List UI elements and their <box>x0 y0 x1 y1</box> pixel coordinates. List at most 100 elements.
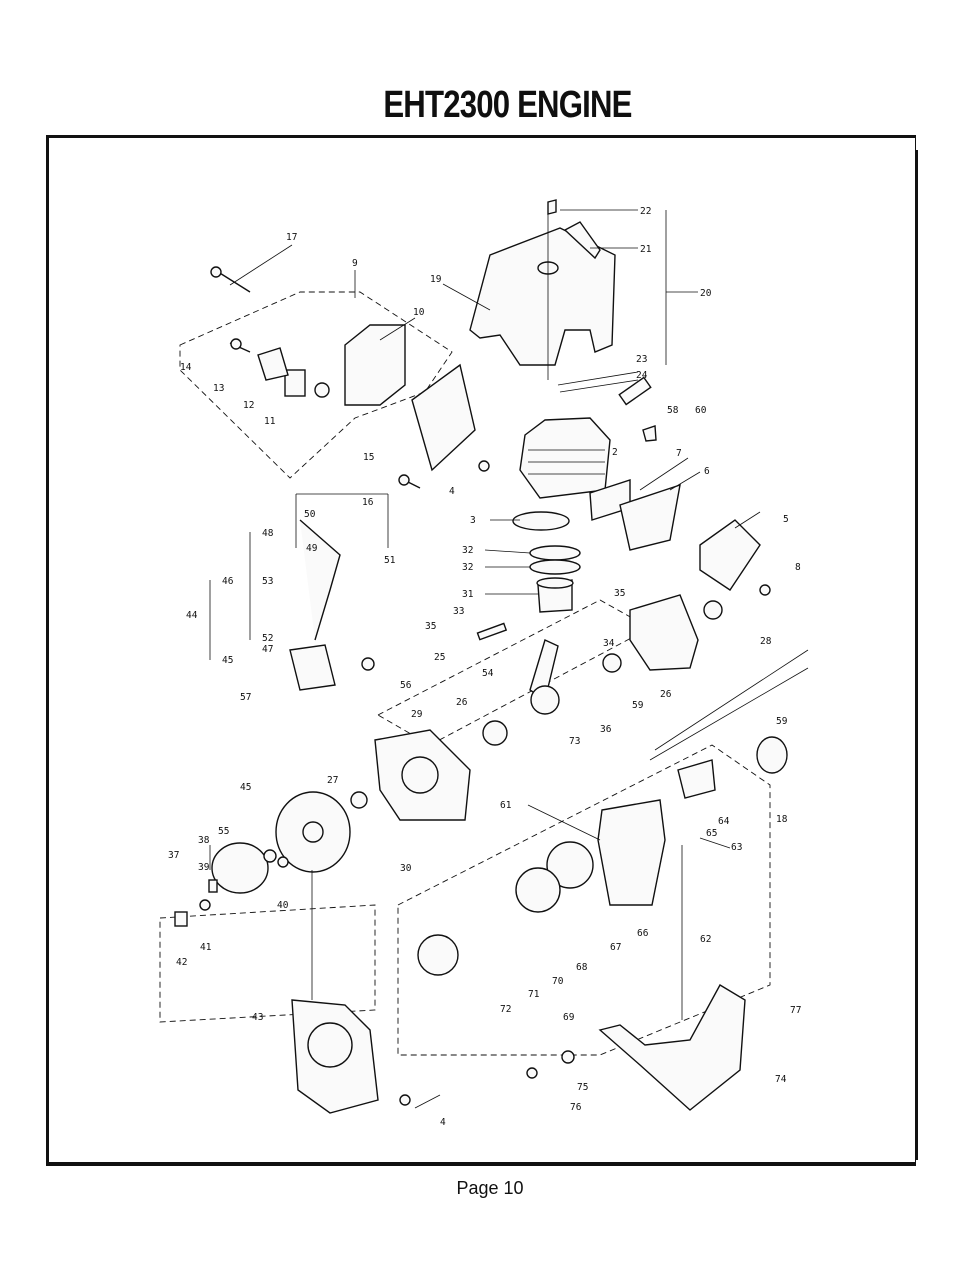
muffler-group-outline <box>179 291 453 479</box>
part-label: 73 <box>569 736 580 747</box>
part-label: 62 <box>700 934 711 945</box>
part-label: 26 <box>660 689 672 700</box>
cylinder-part <box>478 376 771 596</box>
part-label: 13 <box>213 383 224 394</box>
part-label: 50 <box>304 509 316 520</box>
part-label: 72 <box>500 1004 511 1015</box>
part-label: 55 <box>218 826 229 837</box>
part-label: 36 <box>600 724 612 735</box>
part-label: 58 <box>667 405 679 416</box>
part-label: 34 <box>603 638 615 649</box>
part-label: 75 <box>577 1082 588 1093</box>
part-label: 74 <box>775 1074 787 1085</box>
part-label: 10 <box>413 307 425 318</box>
part-label: 30 <box>400 863 412 874</box>
part-label: 28 <box>760 636 772 647</box>
part-label: 33 <box>453 606 464 617</box>
part-label: 59 <box>632 700 644 711</box>
part-label: 25 <box>434 652 445 663</box>
part-label: 21 <box>640 244 652 255</box>
part-label: 16 <box>362 497 374 508</box>
muffler-part <box>210 266 476 489</box>
part-label: 19 <box>430 274 442 285</box>
part-label: 4 <box>449 486 455 497</box>
mounting-bracket-part <box>526 984 746 1111</box>
ignition-group-outline <box>159 904 376 1023</box>
part-label: 32 <box>462 562 473 573</box>
part-label: 45 <box>240 782 251 793</box>
part-label: 17 <box>286 232 297 243</box>
engine-cover-part <box>469 199 616 380</box>
part-label: 23 <box>636 354 647 365</box>
part-label: 11 <box>264 416 276 427</box>
part-label: 5 <box>783 514 789 525</box>
part-label: 20 <box>700 288 712 299</box>
part-label: 44 <box>186 610 198 621</box>
part-label: 4 <box>440 1117 446 1128</box>
part-label: 69 <box>563 1012 575 1023</box>
crankcase-part <box>289 519 723 821</box>
part-label: 29 <box>411 709 423 720</box>
part-label: 40 <box>277 900 289 911</box>
page-edge-mark <box>915 150 918 1160</box>
part-label: 67 <box>610 942 621 953</box>
part-label: 52 <box>262 633 273 644</box>
part-label: 46 <box>222 576 234 587</box>
part-label: 22 <box>640 206 651 217</box>
part-label: 12 <box>243 400 254 411</box>
part-label: 76 <box>570 1102 582 1113</box>
part-label: 14 <box>180 362 192 373</box>
part-label: 61 <box>500 800 512 811</box>
part-label: 3 <box>470 515 476 526</box>
part-label: 38 <box>198 835 210 846</box>
part-label: 43 <box>252 1012 263 1023</box>
part-label: 63 <box>731 842 742 853</box>
part-labels: 17 9 10 19 22 21 20 14 13 12 11 15 16 4 … <box>168 206 801 1128</box>
part-label: 68 <box>576 962 588 973</box>
part-label: 15 <box>363 452 374 463</box>
part-label: 53 <box>262 576 273 587</box>
fan-housing-part <box>291 999 411 1114</box>
flywheel-part <box>174 791 368 927</box>
part-label: 57 <box>240 692 251 703</box>
part-label: 51 <box>384 555 396 566</box>
part-label: 35 <box>614 588 625 599</box>
leader-lines <box>209 209 761 1109</box>
part-label: 65 <box>706 828 717 839</box>
starter-group-outline <box>397 744 771 1056</box>
part-label: 8 <box>795 562 801 573</box>
page-title: EHT2300 ENGINE <box>383 84 632 126</box>
part-label: 45 <box>222 655 233 666</box>
part-label: 39 <box>198 862 210 873</box>
part-label: 7 <box>676 448 682 459</box>
part-label: 42 <box>176 957 187 968</box>
part-label: 59 <box>776 716 788 727</box>
part-label: 60 <box>695 405 707 416</box>
part-label: 47 <box>262 644 273 655</box>
part-label: 24 <box>636 370 648 381</box>
part-label: 56 <box>400 680 412 691</box>
part-label: 70 <box>552 976 564 987</box>
part-label: 48 <box>262 528 274 539</box>
part-label: 32 <box>462 545 473 556</box>
part-label: 18 <box>776 814 788 825</box>
part-label: 9 <box>352 258 358 269</box>
part-label: 64 <box>718 816 730 827</box>
part-label: 41 <box>200 942 212 953</box>
part-label: 26 <box>456 697 468 708</box>
part-label: 2 <box>612 447 618 458</box>
recoil-starter-part <box>417 649 809 976</box>
part-label: 71 <box>528 989 540 1000</box>
part-label: 27 <box>327 775 338 786</box>
part-label: 35 <box>425 621 436 632</box>
piston-part <box>476 545 581 641</box>
part-label: 77 <box>790 1005 801 1016</box>
part-label: 49 <box>306 543 318 554</box>
part-label: 54 <box>482 668 494 679</box>
part-label: 66 <box>637 928 649 939</box>
part-label: 6 <box>704 466 710 477</box>
page-number: Page 10 <box>456 1178 524 1198</box>
part-label: 31 <box>462 589 474 600</box>
part-label: 37 <box>168 850 179 861</box>
